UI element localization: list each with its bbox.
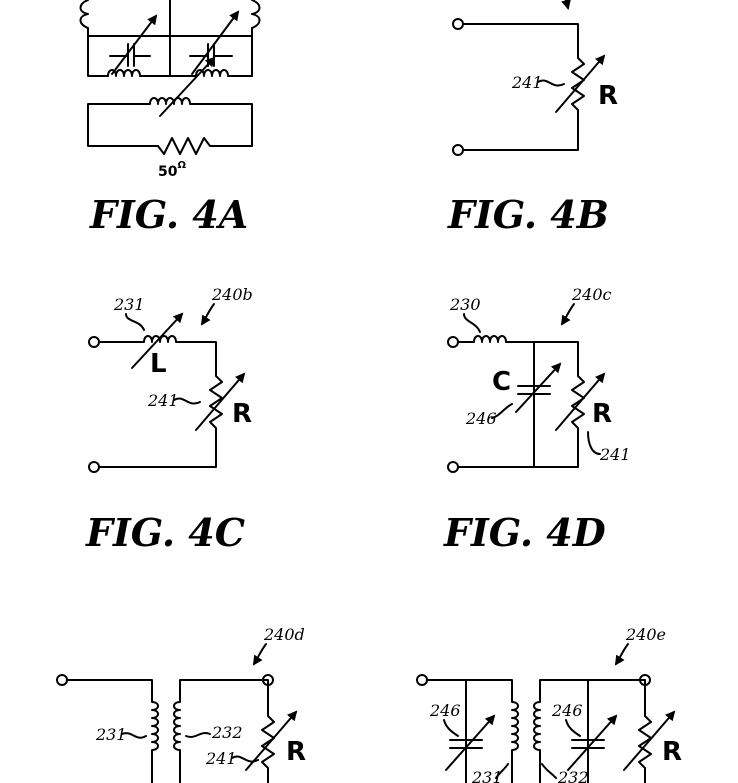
fig-4b-res-label: R bbox=[598, 81, 618, 111]
fig-4f-circuit: 240e 246 246 231 232 R bbox=[416, 625, 682, 783]
terminal-icon bbox=[452, 18, 464, 30]
terminal-icon bbox=[447, 461, 459, 473]
fig-4c-ind-label: L bbox=[150, 349, 167, 379]
fig-4c-title: FIG. 4C bbox=[85, 510, 245, 555]
fig-4a-unit: Ω bbox=[177, 160, 186, 171]
fig-4f-ref-network: 240e bbox=[625, 625, 666, 644]
fig-4c-circuit: 231 240b L 241 R bbox=[88, 285, 253, 473]
fig-4e-ref-resistor: 241 bbox=[205, 749, 237, 768]
fig-4d-cap-label: C bbox=[492, 367, 511, 397]
fig-4a-title: FIG. 4A bbox=[89, 192, 248, 237]
fig-4e-circuit: 240d 231 232 241 R bbox=[56, 625, 306, 783]
fig-4f-ref-secondary: 232 bbox=[557, 768, 589, 783]
terminal-icon bbox=[88, 461, 100, 473]
fig-4f-ref-cap-left: 246 bbox=[429, 701, 461, 720]
terminal-icon bbox=[88, 336, 100, 348]
terminal-icon bbox=[447, 336, 459, 348]
terminal-icon bbox=[416, 674, 428, 686]
svg-text:50Ω: 50Ω bbox=[158, 160, 186, 180]
fig-4d-title: FIG. 4D bbox=[443, 510, 606, 555]
fig-4e-ref-network: 240d bbox=[263, 625, 305, 644]
fig-4d-ref-capacitor: 246 bbox=[465, 409, 497, 428]
fig-4f-ref-cap-right: 246 bbox=[551, 701, 583, 720]
fig-4e-ref-secondary: 232 bbox=[211, 723, 243, 742]
fig-4b-circuit: 241 R bbox=[452, 0, 618, 156]
fig-4f-res-label: R bbox=[662, 737, 682, 767]
fig-4e-res-label: R bbox=[286, 737, 306, 767]
fig-4c-res-label: R bbox=[232, 399, 252, 429]
fig-4c-ref-network: 240b bbox=[211, 285, 253, 304]
fig-4a-resistance: 50 bbox=[158, 164, 178, 180]
terminal-icon bbox=[452, 144, 464, 156]
fig-4f-ref-primary: 231 bbox=[471, 768, 503, 783]
fig-4a-circuit: 50Ω bbox=[79, 0, 261, 180]
fig-4d-ref-network: 240c bbox=[571, 285, 612, 304]
fig-4c-ref-resistor: 241 bbox=[147, 391, 179, 410]
fig-4b-ref-resistor: 241 bbox=[511, 73, 543, 92]
fig-4d-ref-resistor: 241 bbox=[599, 445, 631, 464]
fig-4d-circuit: 230 240c C 246 R 241 bbox=[447, 285, 631, 473]
fig-4b-title: FIG. 4B bbox=[447, 192, 609, 237]
fig-4d-res-label: R bbox=[592, 399, 612, 429]
terminal-icon bbox=[56, 674, 68, 686]
fig-4e-ref-primary: 231 bbox=[95, 725, 127, 744]
fig-4c-ref-inductor: 231 bbox=[113, 295, 145, 314]
fig-4d-ref-inductor: 230 bbox=[449, 295, 481, 314]
